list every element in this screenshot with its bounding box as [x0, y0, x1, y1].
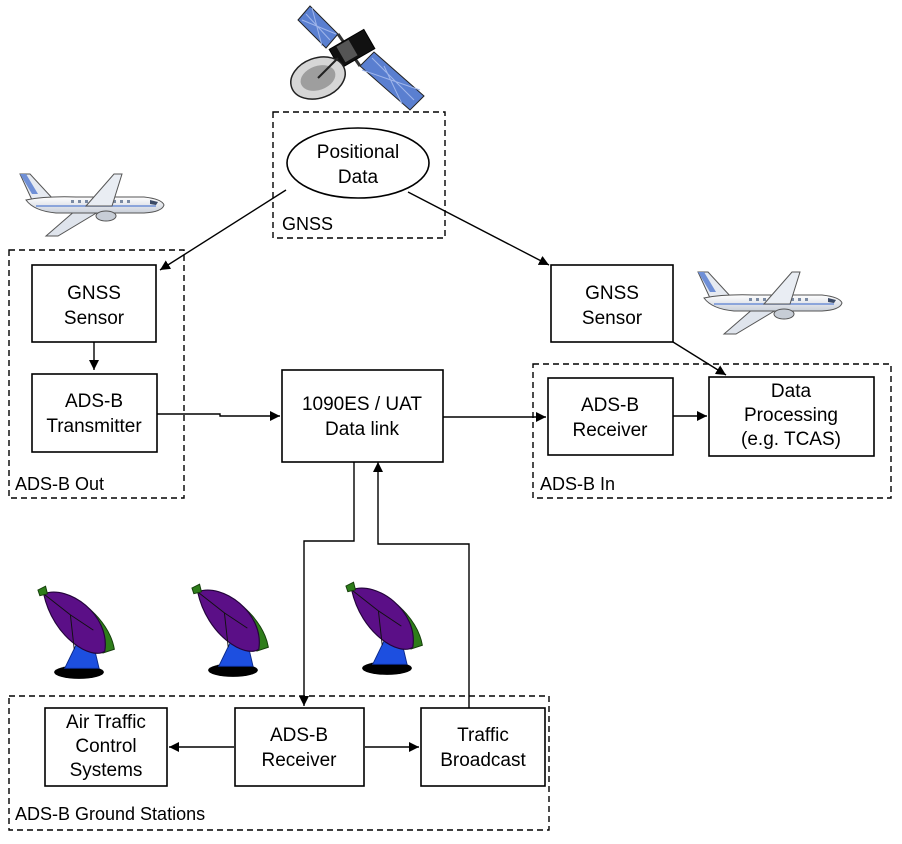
data-link-node: 1090ES / UAT Data link: [281, 369, 444, 463]
gnss-sensor-left-node: GNSS Sensor: [31, 264, 157, 343]
node-label: Transmitter: [46, 416, 142, 437]
node-label: ADS-B: [581, 395, 639, 416]
gnss-sensor-right-node: GNSS Sensor: [550, 264, 674, 343]
ads-b-out-label: ADS-B Out: [15, 474, 104, 494]
node-label: Sensor: [582, 308, 643, 329]
arrow-gnss-to-left-sensor: [159, 189, 287, 271]
arrow-right-sensor-to-processing: [672, 341, 727, 376]
satellite-dish-icon: [345, 581, 423, 676]
ground-stations-label: ADS-B Ground Stations: [15, 804, 205, 824]
node-label: GNSS: [67, 283, 121, 304]
arrow-datalink-to-ground-receiver: [299, 462, 355, 706]
node-label: 1090ES / UAT: [302, 394, 422, 415]
node-label: Data: [771, 381, 812, 402]
node-label: Air Traffic: [66, 712, 146, 733]
node-label: Receiver: [262, 750, 338, 771]
air-traffic-control-node: Air Traffic Control Systems: [44, 707, 168, 787]
node-label: Data: [338, 167, 379, 188]
node-label: Receiver: [573, 420, 649, 441]
airplane-icon: [19, 173, 165, 237]
node-label: Processing: [744, 405, 838, 426]
gnss-group-label: GNSS: [282, 214, 333, 234]
gnss-group: GNSS: [272, 111, 446, 239]
arrow-gnss-to-right-sensor: [407, 191, 550, 266]
node-label: Control: [75, 736, 136, 757]
node-label: Broadcast: [440, 750, 526, 771]
ads-b-receiver-in-node: ADS-B Receiver: [547, 377, 674, 456]
ads-b-out-group: ADS-B Out: [8, 249, 185, 499]
ground-stations-group: ADS-B Ground Stations: [8, 695, 550, 831]
satellite-dish-icon: [37, 585, 115, 680]
ads-b-receiver-ground-node: ADS-B Receiver: [234, 707, 365, 787]
arrow-broadcast-to-datalink: [373, 462, 470, 708]
traffic-broadcast-node: Traffic Broadcast: [420, 707, 546, 787]
node-label: GNSS: [585, 283, 639, 304]
connectors: [89, 189, 727, 752]
airplane-icon: [697, 271, 843, 335]
ads-b-in-label: ADS-B In: [540, 474, 615, 494]
arrow-transmitter-to-datalink: [157, 411, 280, 421]
ads-b-transmitter-node: ADS-B Transmitter: [31, 373, 158, 453]
node-label: ADS-B: [270, 725, 328, 746]
satellite-icon: [290, 5, 425, 111]
node-label: ADS-B: [65, 391, 123, 412]
node-label: Data link: [325, 419, 399, 440]
node-label: Traffic: [457, 725, 509, 746]
data-processing-node: Data Processing (e.g. TCAS): [708, 376, 875, 457]
ads-b-in-group: ADS-B In: [532, 363, 892, 499]
node-label: Sensor: [64, 308, 125, 329]
positional-data-node: Positional Data: [286, 127, 430, 199]
satellite-dish-icon: [191, 583, 269, 678]
node-label: Positional: [317, 142, 399, 163]
node-label: Systems: [70, 760, 143, 781]
node-label: (e.g. TCAS): [741, 429, 841, 450]
